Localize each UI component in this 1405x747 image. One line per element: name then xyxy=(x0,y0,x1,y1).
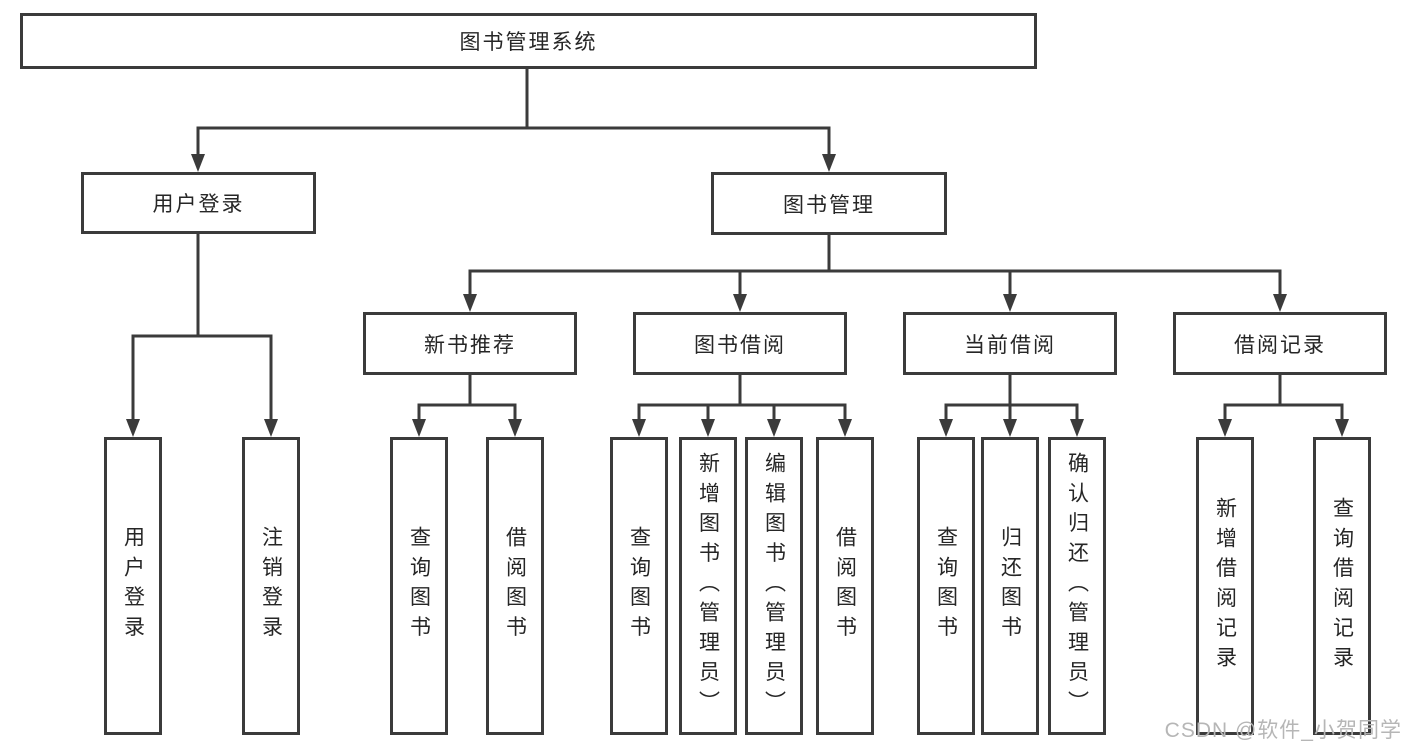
arrowhead xyxy=(1273,294,1287,312)
arrowhead xyxy=(463,294,477,312)
arrowhead xyxy=(1003,294,1017,312)
arrowhead xyxy=(508,419,522,437)
node-label: 归还图书 xyxy=(998,526,1022,646)
node-label: 注销登录 xyxy=(259,526,283,646)
node-label: 图书管理 xyxy=(783,193,875,217)
node-book-management: 图书管理 xyxy=(711,172,947,235)
leaf-borrowing-borrow-books: 借阅图书 xyxy=(816,437,874,735)
leaf-current-return-books: 归还图书 xyxy=(981,437,1039,735)
node-label: 编辑图书（管理员） xyxy=(762,451,786,721)
node-label: 查询图书 xyxy=(627,526,651,646)
leaf-records-query-record: 查询借阅记录 xyxy=(1313,437,1371,735)
arrowhead xyxy=(126,419,140,437)
arrowhead xyxy=(1070,419,1084,437)
node-current-borrowing: 当前借阅 xyxy=(903,312,1117,375)
node-book-borrowing: 图书借阅 xyxy=(633,312,847,375)
node-label: 新增图书（管理员） xyxy=(696,451,720,721)
leaf-borrowing-query-books: 查询图书 xyxy=(610,437,668,735)
node-borrowing-records: 借阅记录 xyxy=(1173,312,1387,375)
arrowhead xyxy=(1218,419,1232,437)
leaf-newbook-borrow-books: 借阅图书 xyxy=(486,437,544,735)
new-book-recommend-branch xyxy=(412,375,522,437)
user-login-branch xyxy=(126,234,278,437)
arrowhead xyxy=(191,154,205,172)
leaf-current-confirm-return-admin: 确认归还（管理员） xyxy=(1048,437,1106,735)
arrowhead xyxy=(733,294,747,312)
leaf-borrowing-add-books-admin: 新增图书（管理员） xyxy=(679,437,737,735)
node-label: 查询借阅记录 xyxy=(1330,496,1354,676)
node-label: 借阅图书 xyxy=(833,526,857,646)
node-label: 新书推荐 xyxy=(424,333,516,357)
leaf-logout: 注销登录 xyxy=(242,437,300,735)
node-label: 当前借阅 xyxy=(964,333,1056,357)
node-label: 图书借阅 xyxy=(694,333,786,357)
arrowhead xyxy=(701,419,715,437)
csdn-watermark: CSDN @软件_小贺同学 xyxy=(1164,719,1402,742)
current-borrowing-branch xyxy=(939,375,1084,437)
node-label: 确认归还（管理员） xyxy=(1065,451,1089,721)
leaf-current-query-books: 查询图书 xyxy=(917,437,975,735)
arrowhead xyxy=(1335,419,1349,437)
node-label: 用户登录 xyxy=(152,193,245,216)
node-label: 图书管理系统 xyxy=(459,31,598,54)
leaf-borrowing-edit-books-admin: 编辑图书（管理员） xyxy=(745,437,803,735)
arrowhead xyxy=(838,419,852,437)
node-new-book-recommend: 新书推荐 xyxy=(363,312,577,375)
book-borrowing-branch xyxy=(632,375,852,437)
arrowhead xyxy=(767,419,781,437)
node-label: 查询图书 xyxy=(934,526,958,646)
node-label: 新增借阅记录 xyxy=(1213,496,1237,676)
leaf-newbook-query-books: 查询图书 xyxy=(390,437,448,735)
node-label: 查询图书 xyxy=(407,526,431,646)
arrowhead xyxy=(412,419,426,437)
node-label: 用户登录 xyxy=(121,526,145,646)
book-management-to-level3-branch xyxy=(463,235,1287,312)
node-label: 借阅图书 xyxy=(503,526,527,646)
root-to-level2-branch xyxy=(191,69,836,172)
leaf-user-login: 用户登录 xyxy=(104,437,162,735)
arrowhead xyxy=(632,419,646,437)
arrowhead xyxy=(1003,419,1017,437)
arrowhead xyxy=(939,419,953,437)
leaf-records-add-record: 新增借阅记录 xyxy=(1196,437,1254,735)
node-user-login: 用户登录 xyxy=(81,172,316,234)
node-library-management-system: 图书管理系统 xyxy=(20,13,1037,69)
arrowhead xyxy=(822,154,836,172)
borrowing-records-branch xyxy=(1218,375,1349,437)
node-label: 借阅记录 xyxy=(1234,333,1326,357)
arrowhead xyxy=(264,419,278,437)
